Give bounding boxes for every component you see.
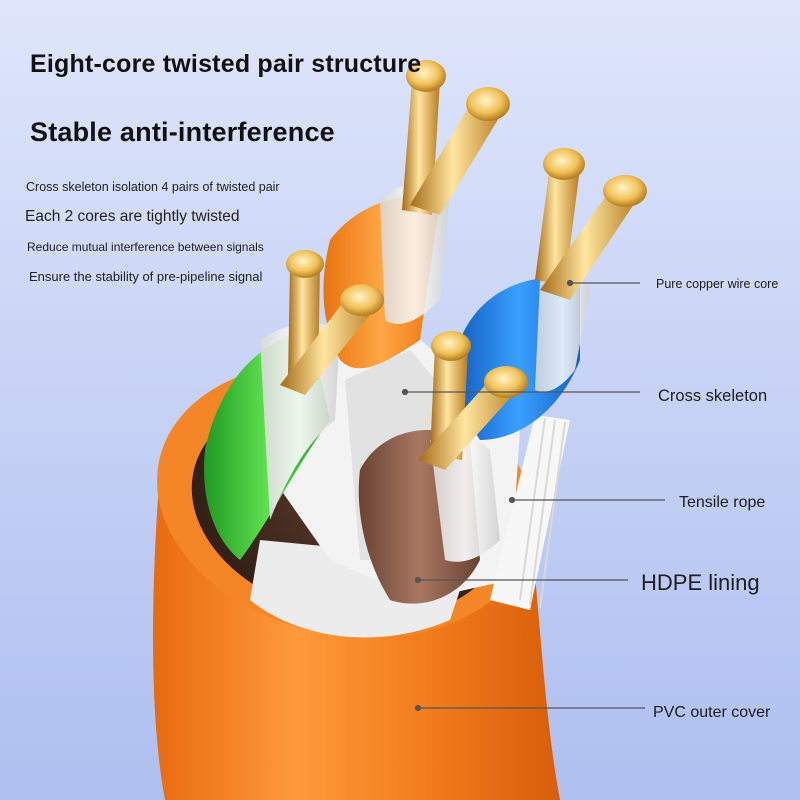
headline-anti-interference: Stable anti-interference bbox=[30, 117, 335, 147]
copper-conductors bbox=[280, 60, 647, 470]
callout-pvc-cover: PVC outer cover bbox=[653, 704, 771, 721]
callout-copper-core: Pure copper wire core bbox=[656, 277, 779, 291]
callout-cross-skeleton: Cross skeleton bbox=[658, 387, 768, 405]
headline-structure: Eight-core twisted pair structure bbox=[30, 50, 422, 78]
feature-text-2: Each 2 cores are tightly twisted bbox=[25, 208, 240, 225]
tensile-rope bbox=[490, 415, 570, 610]
callout-hdpe-lining: HDPE lining bbox=[641, 570, 760, 595]
feature-text-3: Reduce mutual interference between signa… bbox=[27, 240, 264, 254]
callout-leaders bbox=[401, 279, 665, 712]
callout-tensile-rope: Tensile rope bbox=[679, 494, 766, 511]
feature-text-4: Ensure the stability of pre-pipeline sig… bbox=[29, 269, 263, 284]
feature-text-1: Cross skeleton isolation 4 pairs of twis… bbox=[26, 180, 280, 194]
